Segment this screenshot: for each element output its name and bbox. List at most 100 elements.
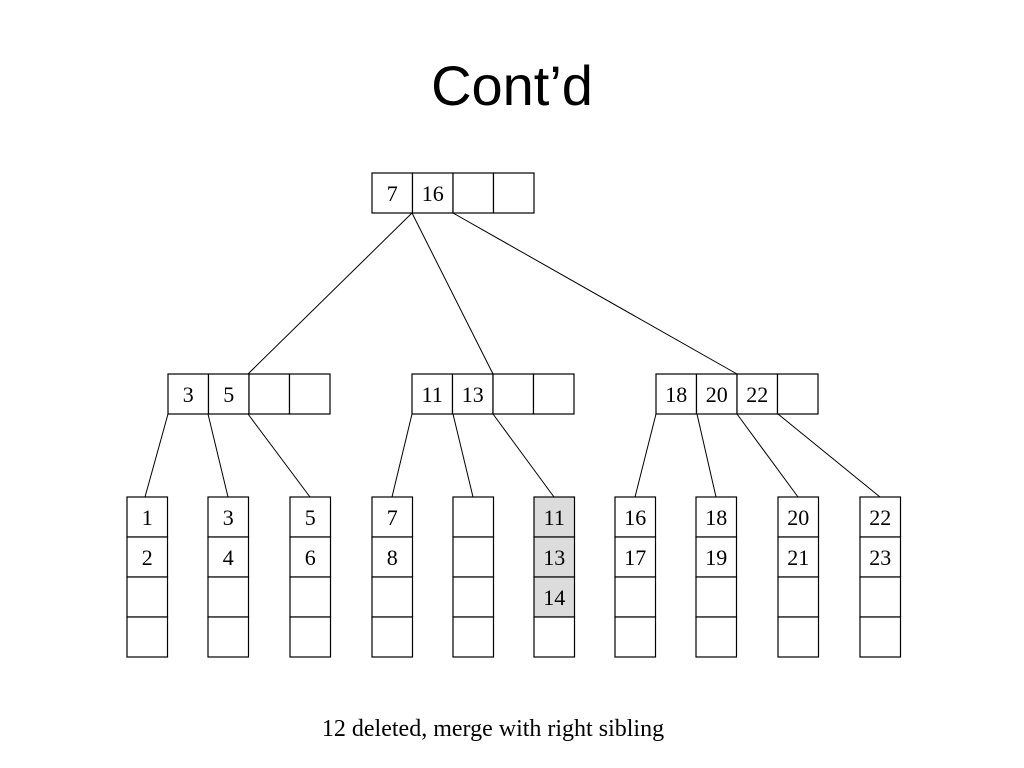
leaf-node-3-cell-4 <box>289 616 332 658</box>
leaf-node-7-cell-3 <box>614 576 657 618</box>
leaf-node-6-cell-2 <box>533 536 576 578</box>
leaf-node-9-cell-3 <box>777 576 820 618</box>
root-node-cell-2 <box>411 172 454 214</box>
internal-node-1-cell-3 <box>248 373 291 415</box>
leaf-node-1: 12 <box>126 496 169 658</box>
leaf-node-10-cell-4 <box>859 616 902 658</box>
leaf-node-10-cell-3 <box>859 576 902 618</box>
edge-internal-1-leaf-1 <box>144 413 169 498</box>
leaf-node-7-cell-1 <box>614 496 657 538</box>
internal-node-1-cell-4 <box>288 373 331 415</box>
edge-root-to-internal-3 <box>452 212 738 375</box>
internal-node-1-key-2: 5 <box>223 382 234 407</box>
leaf-node-4: 78 <box>371 496 414 658</box>
edge-root-to-internal-2 <box>411 212 494 375</box>
leaf-node-6-cell-4 <box>533 616 576 658</box>
internal-node-2-cell-1 <box>411 373 454 415</box>
root-node-cell-3 <box>452 172 495 214</box>
leaf-node-8-cell-1 <box>695 496 738 538</box>
leaf-node-10-cell-2 <box>859 536 902 578</box>
leaf-node-4-cell-3 <box>371 576 414 618</box>
leaf-node-4-cell-4 <box>371 616 414 658</box>
leaf-node-6-cell-1 <box>533 496 576 538</box>
internal-node-1-cell-1 <box>167 373 210 415</box>
slide-title: Cont’d <box>431 54 593 117</box>
edge-internal-2-leaf-4 <box>391 413 413 498</box>
tree-edges <box>144 212 881 498</box>
root-node: 7 16 <box>371 172 535 214</box>
leaf-node-8-cell-4 <box>695 616 738 658</box>
leaf-node-5-cell-4 <box>452 616 495 658</box>
internal-node-3-cell-2 <box>695 373 738 415</box>
leaf-node-9-cell-4 <box>777 616 820 658</box>
leaf-node-4-cell-2 <box>371 536 414 578</box>
edge-internal-2-leaf-6 <box>492 413 555 498</box>
internal-node-3-key-3: 22 <box>746 382 768 407</box>
edge-internal-3-leaf-8 <box>696 413 717 498</box>
leaf-node-1-key-2: 2 <box>142 545 153 570</box>
leaf-node-3-cell-3 <box>289 576 332 618</box>
leaf-node-6-key-3: 14 <box>543 585 565 610</box>
leaf-node-4-key-1: 7 <box>387 505 398 530</box>
leaf-node-10-key-2: 23 <box>869 545 891 570</box>
leaf-node-3: 56 <box>289 496 332 658</box>
leaf-node-6-cell-3 <box>533 576 576 618</box>
internal-node-2-key-2: 13 <box>462 382 484 407</box>
leaf-node-1-cell-3 <box>126 576 169 618</box>
internal-node-2-cell-3 <box>492 373 535 415</box>
internal-node-2-cell-2 <box>451 373 494 415</box>
leaf-node-2-cell-1 <box>207 496 250 538</box>
leaf-node-9-cell-1 <box>777 496 820 538</box>
internal-node-1-cell-2 <box>207 373 250 415</box>
root-node-cell-4 <box>492 172 535 214</box>
edge-internal-1-leaf-3 <box>247 413 311 498</box>
edge-internal-3-leaf-9 <box>736 413 799 498</box>
leaf-node-5-cell-2 <box>452 536 495 578</box>
leaf-node-10-key-1: 22 <box>869 505 891 530</box>
caption: 12 deleted, merge with right sibling <box>321 716 665 742</box>
root-node-key-2: 16 <box>422 181 444 206</box>
leaf-node-6-key-1: 11 <box>544 505 565 530</box>
leaf-node-2-key-2: 4 <box>223 545 234 570</box>
leaf-node-3-key-1: 5 <box>305 505 316 530</box>
leaf-node-1-key-1: 1 <box>142 505 153 530</box>
leaf-node-9-key-2: 21 <box>787 545 809 570</box>
leaf-node-10-cell-1 <box>859 496 902 538</box>
edge-root-to-internal-1 <box>247 212 413 375</box>
leaf-node-9-key-1: 20 <box>787 505 809 530</box>
leaf-node-5-cell-3 <box>452 576 495 618</box>
leaf-node-8-cell-2 <box>695 536 738 578</box>
leaf-node-5-cell-1 <box>452 496 495 538</box>
internal-node-3-cell-3 <box>736 373 779 415</box>
leaf-node-4-cell-1 <box>371 496 414 538</box>
internal-node-3-cell-4 <box>776 373 819 415</box>
leaf-node-6: 11 13 14 <box>533 496 576 658</box>
leaf-node-2: 34 <box>207 496 250 658</box>
leaf-node-5 <box>452 496 495 658</box>
leaf-node-2-cell-2 <box>207 536 250 578</box>
internal-node-3-key-2: 20 <box>706 382 728 407</box>
root-node-cell-1 <box>371 172 414 214</box>
leaf-node-7-key-1: 16 <box>624 505 646 530</box>
leaf-node-10: 22 23 <box>859 496 902 658</box>
internal-node-3-key-1: 18 <box>665 382 687 407</box>
leaf-node-4-key-2: 8 <box>387 545 398 570</box>
leaf-node-2-key-1: 3 <box>223 505 234 530</box>
leaf-node-6-key-2: 13 <box>543 545 565 570</box>
leaf-node-3-key-2: 6 <box>305 545 316 570</box>
root-node-key-1: 7 <box>387 181 398 206</box>
leaf-node-7-cell-4 <box>614 616 657 658</box>
edge-internal-1-leaf-2 <box>207 413 229 498</box>
edge-internal-2-leaf-5 <box>452 413 474 498</box>
internal-node-1-key-1: 3 <box>183 382 194 407</box>
internal-node-2-cell-4 <box>532 373 575 415</box>
leaf-node-8-key-2: 19 <box>705 545 727 570</box>
leaf-node-7-key-2: 17 <box>624 545 646 570</box>
leaf-node-2-cell-3 <box>207 576 250 618</box>
